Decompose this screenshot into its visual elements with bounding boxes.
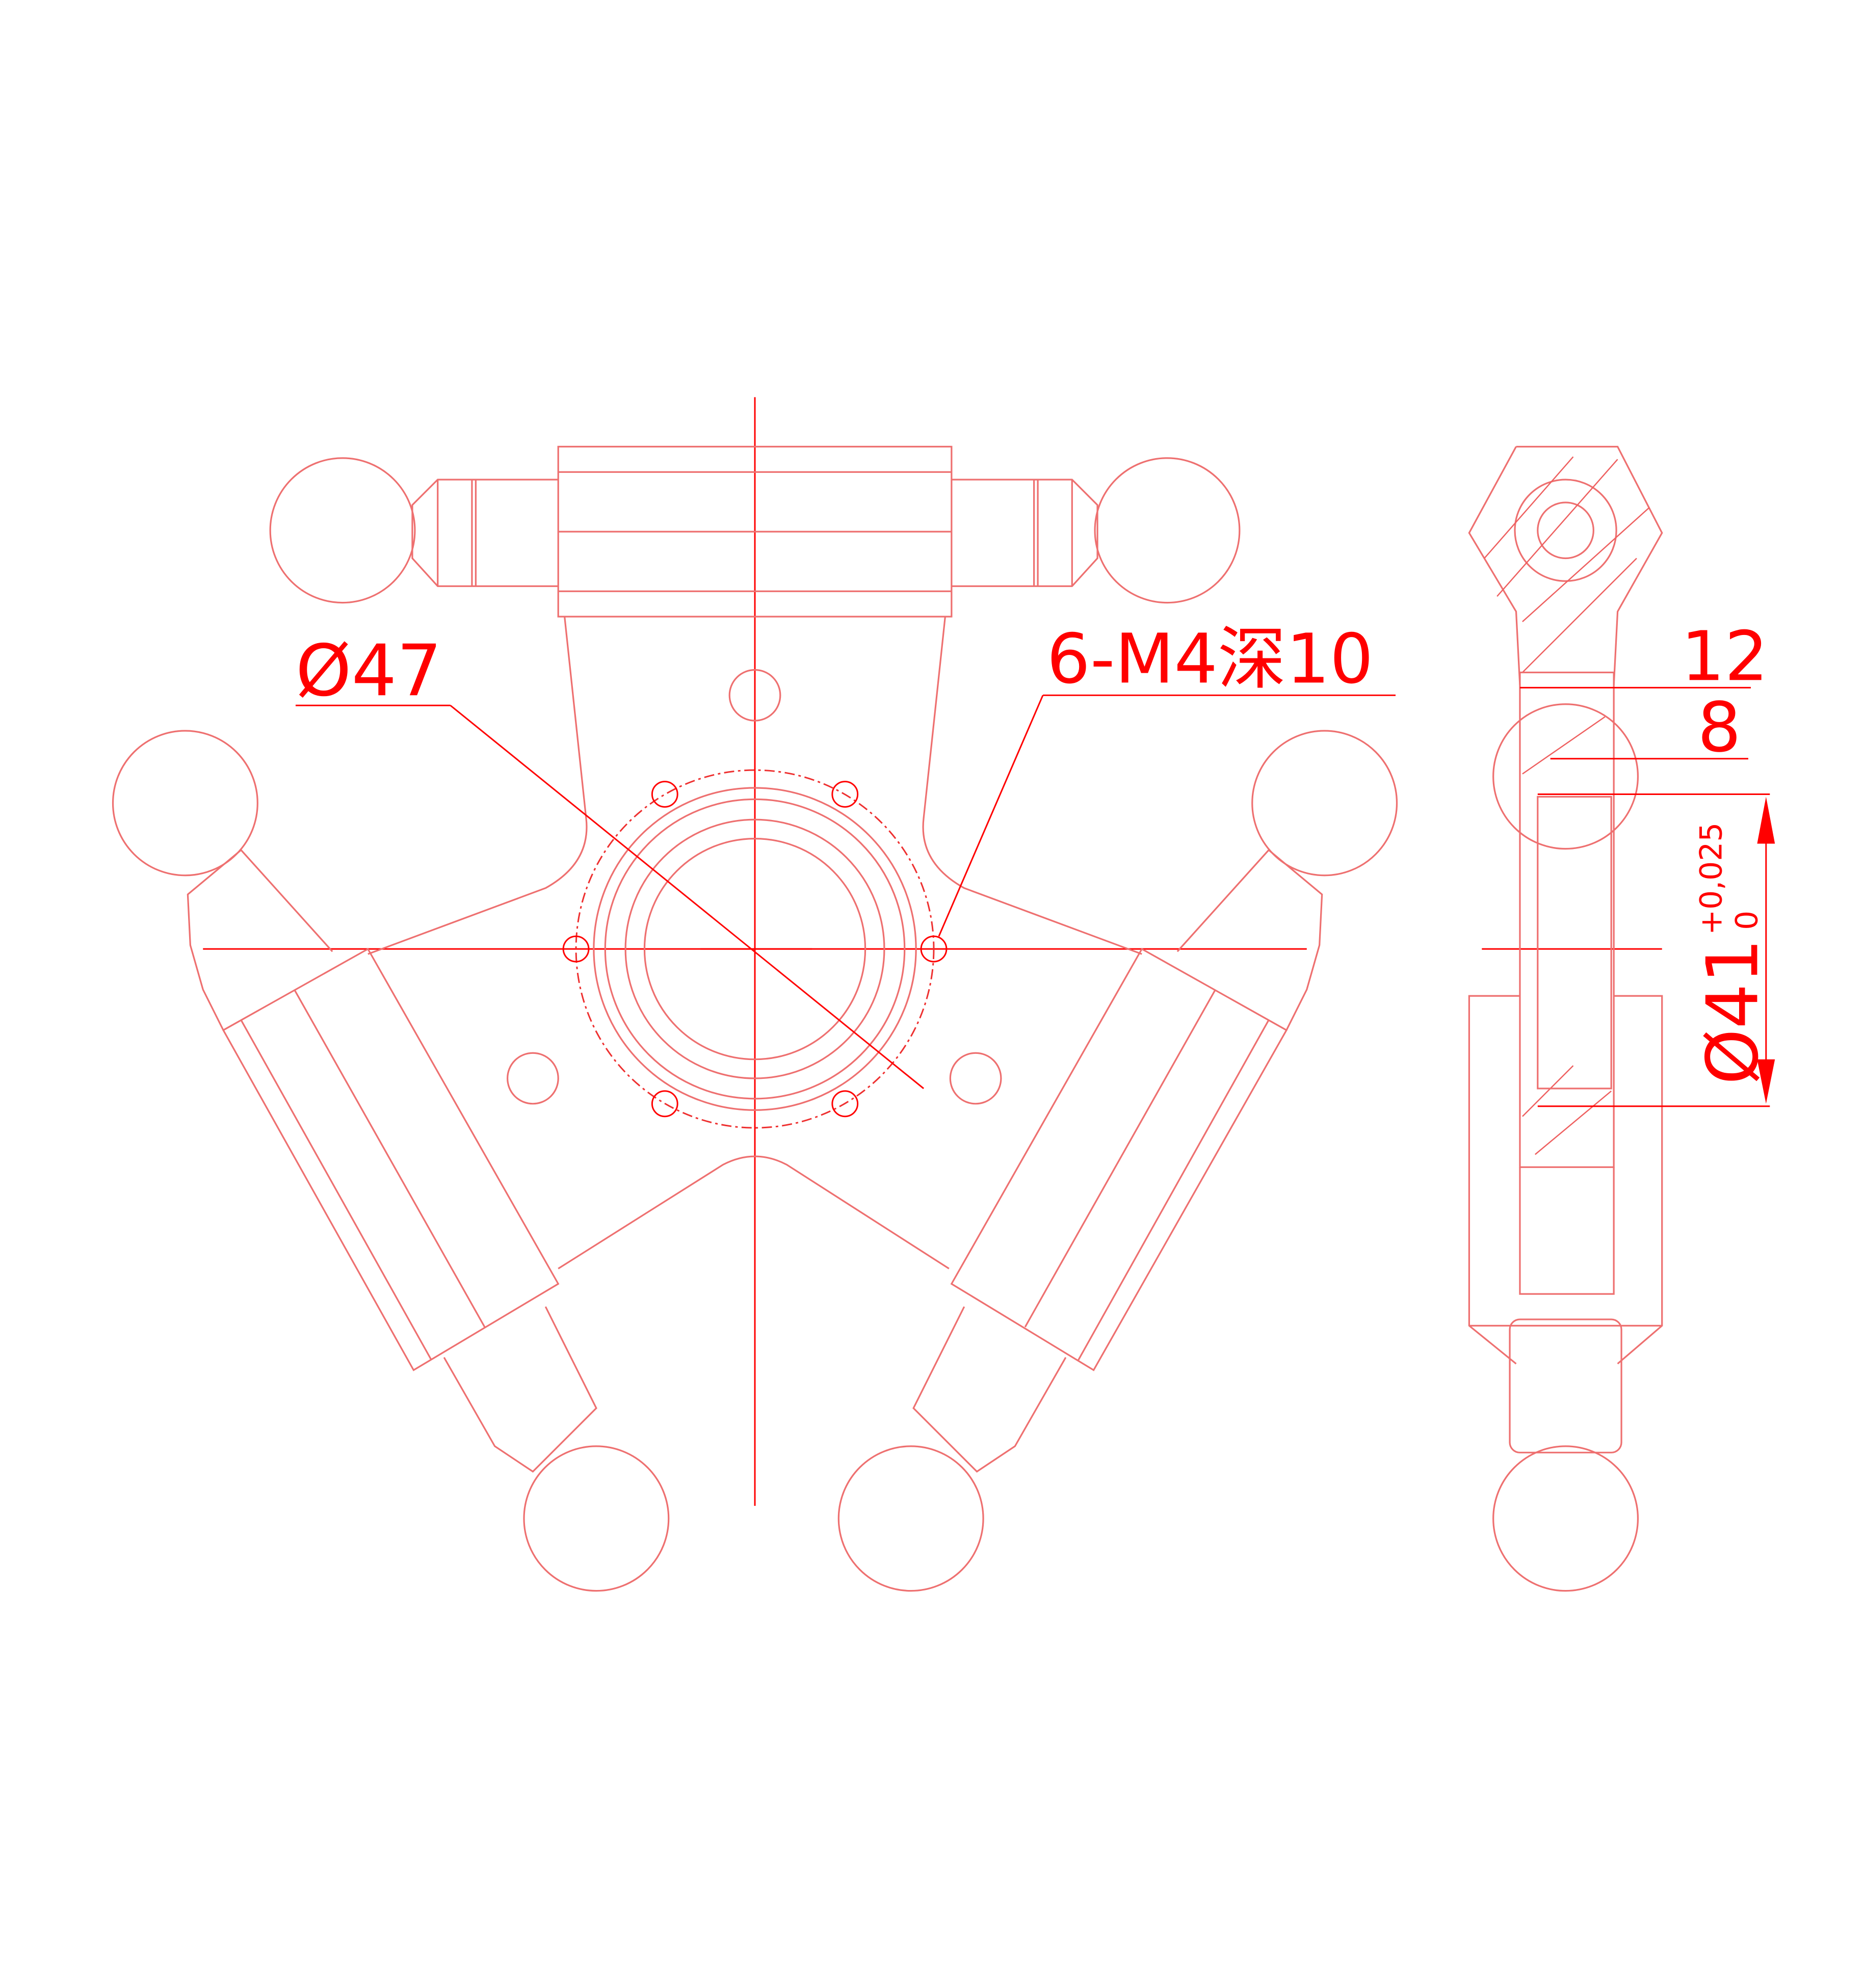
ball-top-right <box>1094 457 1241 604</box>
ball-left <box>112 730 258 877</box>
dim-bolt-circle: Ø47 <box>296 629 442 712</box>
dim-bore: Ø41 <box>1691 938 1774 1084</box>
front-view: Ø47 6-M4深10 <box>112 397 1398 1592</box>
dim-holes: 6-M4深10 <box>1047 619 1374 699</box>
hole-left <box>507 1052 559 1105</box>
arm-lower-left <box>112 730 670 1592</box>
ball-right <box>1251 730 1398 877</box>
ball-top-left <box>269 457 416 604</box>
dim-width-inner: 8 <box>1697 687 1741 767</box>
ball-side <box>1492 1445 1639 1592</box>
dim-width-outer: 12 <box>1681 616 1768 696</box>
tol-upper: +0,025 <box>1694 823 1729 935</box>
hole-top <box>728 669 781 722</box>
ball-bottom-left <box>523 1445 670 1592</box>
top-arm <box>269 445 1241 618</box>
side-view: 12 8 Ø41 +0,025 0 <box>1468 445 1775 1592</box>
bolt-circle <box>575 769 935 1129</box>
center-bore <box>575 769 935 1129</box>
arm-lower-right <box>837 730 1398 1592</box>
hole-right <box>949 1052 1002 1105</box>
ball-bottom-right <box>837 1445 984 1592</box>
m4-holes <box>562 781 948 1118</box>
tol-lower: 0 <box>1729 911 1765 930</box>
body-outline <box>367 616 1142 1269</box>
